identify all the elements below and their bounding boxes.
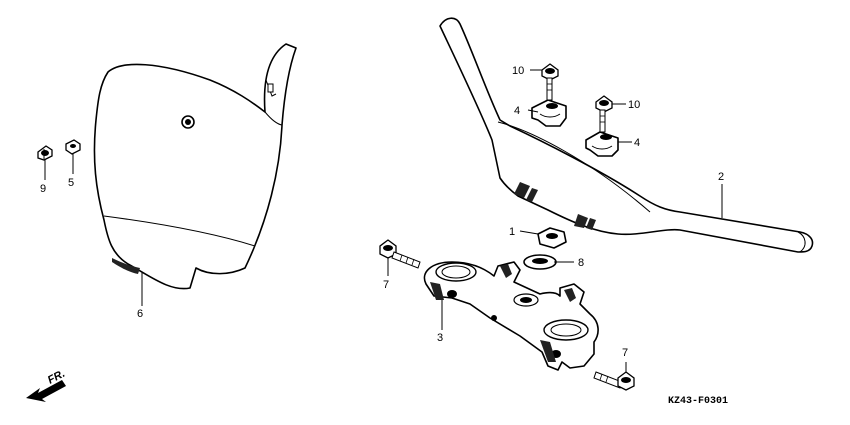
callout-9: 9 — [40, 183, 46, 195]
holder-bolt-left — [541, 63, 559, 101]
leader-lines — [44, 69, 723, 372]
plate-collar — [65, 139, 81, 155]
callout-6: 6 — [137, 308, 143, 320]
diagram-code: KZ43-F0301 — [668, 396, 728, 407]
callout-1: 1 — [509, 226, 515, 238]
stem-nut — [537, 227, 567, 249]
upper-holder-left — [531, 99, 567, 127]
holder-bolt-right — [595, 95, 613, 133]
callout-3: 3 — [437, 332, 443, 344]
upper-holder-right — [585, 131, 619, 157]
plate-bolt — [37, 145, 53, 161]
knurl-left — [514, 182, 538, 202]
knurl-right — [574, 214, 596, 230]
callout-10-left: 10 — [512, 65, 524, 77]
callout-numbers: 9 5 6 10 4 10 4 2 1 8 7 3 7 — [40, 65, 724, 359]
top-bridge — [423, 261, 599, 371]
callout-8: 8 — [578, 257, 584, 269]
handlebar — [439, 17, 814, 253]
stem-washer — [523, 254, 557, 270]
callout-4-right: 4 — [634, 137, 640, 149]
callout-7-upper: 7 — [383, 279, 389, 291]
arrow-left-down-icon: FR. — [26, 368, 67, 402]
pinch-bolt-lower — [593, 371, 635, 391]
callout-4-left: 4 — [514, 105, 520, 117]
callout-10-right: 10 — [628, 99, 640, 111]
callout-5: 5 — [68, 177, 74, 189]
callout-2: 2 — [718, 171, 724, 183]
callout-7-lower: 7 — [622, 347, 628, 359]
pinch-bolt-upper — [379, 239, 421, 269]
number-plate — [93, 43, 297, 290]
